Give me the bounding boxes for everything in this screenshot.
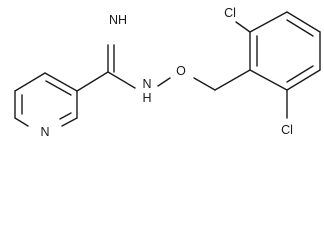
bond-to-cl-top (235, 21, 251, 33)
chlorine-top-label: Cl (224, 6, 236, 20)
bond-ring-a-inner (45, 80, 72, 96)
bond-o-to-ch2 (193, 77, 216, 91)
bond-ph-e-inner (286, 65, 314, 83)
pyridine-n-label: N (40, 125, 49, 139)
chemical-structure: NH N H O N Cl Cl (14, 6, 321, 139)
amine-h-label: H (142, 91, 151, 105)
bond-nh-to-o (157, 77, 171, 87)
imine-nh-label: NH (109, 13, 127, 27)
chlorine-bottom-label: Cl (281, 123, 293, 137)
bond-ring-d (14, 117, 29, 127)
bond-ph-b (249, 11, 288, 33)
pyridine-ring (14, 72, 78, 127)
bond-ring-a (44, 72, 78, 92)
bond-ph-c (286, 11, 321, 33)
oxygen-label: O (176, 64, 186, 78)
bond-ring-e-inner (59, 112, 72, 120)
bond-amidine-to-nh (107, 71, 136, 89)
bond-ring-to-amidine (76, 71, 109, 92)
amine-n-label: N (142, 77, 151, 91)
bond-ph-f (249, 69, 288, 91)
bond-ring-e (61, 117, 78, 127)
bond-ph-c-inner (286, 19, 314, 37)
bond-ch2-to-ring (214, 69, 251, 91)
bond-ph-e (286, 69, 321, 91)
bond-ring-b (14, 72, 46, 92)
dichlorophenyl-ring (235, 11, 321, 119)
